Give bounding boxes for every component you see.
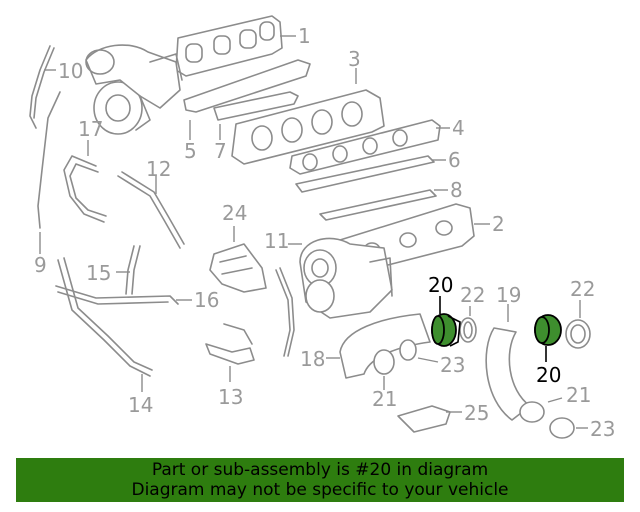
label-part-22a: 22 — [460, 283, 485, 307]
part-17-tube — [63, 155, 107, 223]
label-part-5: 5 — [184, 139, 197, 163]
label-part-9: 9 — [34, 253, 47, 277]
label-part-25: 25 — [464, 401, 489, 425]
part-7-gasket — [213, 91, 299, 121]
banner-line-2: Diagram may not be specific to your vehi… — [131, 480, 509, 500]
label-part-19: 19 — [496, 283, 521, 307]
part-22-ring-right — [565, 319, 591, 349]
part-12-tube — [117, 171, 185, 249]
label-part-3: 3 — [348, 47, 361, 71]
label-part-22b: 22 — [570, 277, 595, 301]
label-part-7: 7 — [214, 139, 227, 163]
part-23-clamp-right — [549, 417, 575, 439]
label-part-24: 24 — [222, 201, 247, 225]
part-21-clamp-left — [373, 349, 395, 375]
part-11-line — [275, 267, 295, 357]
label-part-10: 10 — [58, 59, 83, 83]
part-24-heat-shield — [209, 243, 267, 293]
label-part-21b: 21 — [566, 383, 591, 407]
label-part-11: 11 — [264, 229, 289, 253]
label-part-2: 2 — [492, 212, 505, 236]
banner-line-1: Part or sub-assembly is #20 in diagram — [151, 460, 489, 480]
part-18-hose — [339, 313, 431, 379]
part-15-pipe — [125, 245, 141, 295]
part-16-pipe — [55, 285, 179, 305]
part-5-gasket — [183, 59, 311, 113]
label-part-20b: 20 — [536, 363, 561, 387]
part-9-line — [37, 91, 61, 229]
label-part-8: 8 — [450, 178, 463, 202]
part-23-clamp-left — [399, 339, 417, 361]
label-part-13: 13 — [218, 385, 243, 409]
part-21-clamp-right — [519, 401, 545, 423]
part-14-pipe — [57, 257, 153, 377]
label-part-18: 18 — [300, 347, 325, 371]
part-4-gasket — [289, 119, 441, 175]
parts-diagram: 1 10 5 7 3 4 — [29, 15, 615, 441]
exploded-parts-diagram: 1 10 5 7 3 4 — [29, 15, 615, 441]
part-20-highlight-right — [534, 314, 562, 346]
label-part-15: 15 — [86, 261, 111, 285]
label-part-17: 17 — [78, 117, 103, 141]
label-part-6: 6 — [448, 148, 461, 172]
label-part-21a: 21 — [372, 387, 397, 411]
label-part-14: 14 — [128, 393, 153, 417]
label-part-23a: 23 — [440, 353, 465, 377]
part-8-gasket — [319, 189, 437, 221]
part-3-manifold — [231, 89, 385, 165]
label-part-12: 12 — [146, 157, 171, 181]
label-part-23b: 23 — [590, 417, 615, 441]
label-part-1: 1 — [298, 24, 311, 48]
part-6-gasket — [295, 155, 435, 193]
turbocharger-upper — [85, 44, 183, 135]
turbocharger-center — [299, 237, 393, 319]
label-part-16: 16 — [194, 288, 219, 312]
part-20-highlight-left — [431, 313, 461, 347]
part-25-shield — [397, 405, 451, 433]
part-1-gasket — [175, 15, 283, 77]
part-10-hose — [29, 45, 55, 129]
label-part-4: 4 — [452, 116, 465, 140]
part-13-bracket — [205, 323, 255, 365]
info-banner: Part or sub-assembly is #20 in diagram D… — [16, 458, 624, 502]
label-part-20a: 20 — [428, 273, 453, 297]
part-22-ring-left — [459, 317, 477, 343]
